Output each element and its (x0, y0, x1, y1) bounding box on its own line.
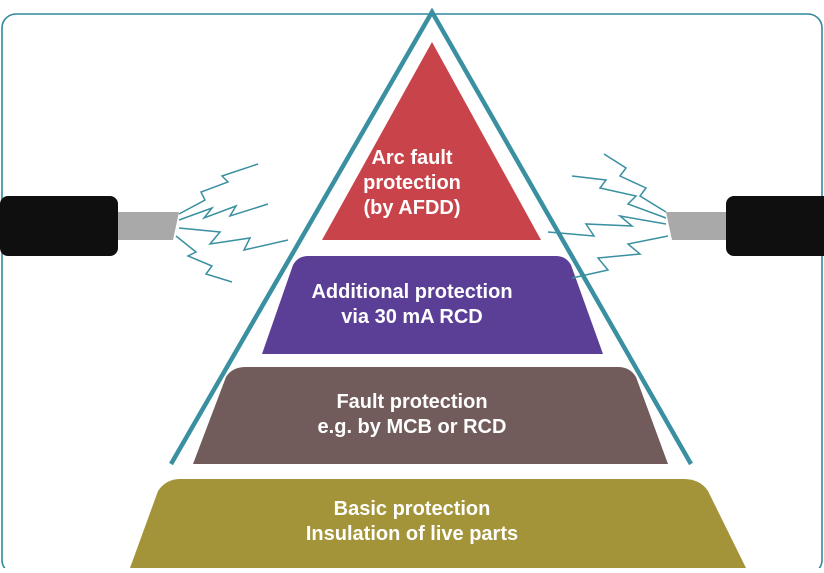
additional-protection-layer (262, 256, 603, 354)
right-cable-icon (666, 196, 824, 256)
additional-line-1: Additional protection (311, 281, 513, 303)
arc-fault-line-1: Arc fault (371, 147, 453, 169)
left-spark-icon (175, 163, 289, 283)
additional-protection-label: Additional protection via 30 mA RCD (0, 280, 824, 330)
basic-line-2: Insulation of live parts (305, 523, 519, 545)
right-cable-conductor (666, 212, 726, 240)
diagram-frame (1, 13, 823, 573)
protection-triangle-outline (169, 7, 693, 466)
left-cable-jacket (0, 196, 118, 256)
fault-line-1: Fault protection (336, 391, 488, 413)
fault-protection-layer (193, 367, 668, 464)
basic-protection-layer (130, 479, 746, 568)
basic-protection-label: Basic protection Insulation of live part… (0, 497, 824, 547)
basic-line-1: Basic protection (333, 498, 491, 520)
fault-line-2: e.g. by MCB or RCD (317, 416, 507, 438)
arc-fault-layer (322, 42, 541, 240)
right-spark-icon (547, 153, 669, 279)
right-cable-jacket (726, 196, 824, 256)
additional-line-2: via 30 mA RCD (341, 306, 483, 328)
left-cable-icon (0, 196, 179, 256)
fault-protection-label: Fault protection e.g. by MCB or RCD (0, 390, 824, 440)
arc-fault-protection-label: Arc fault protection (by AFDD) (0, 146, 824, 221)
left-cable-conductor (118, 212, 179, 240)
arc-fault-line-2: protection (363, 172, 461, 194)
arc-fault-line-3: (by AFDD) (363, 197, 461, 219)
